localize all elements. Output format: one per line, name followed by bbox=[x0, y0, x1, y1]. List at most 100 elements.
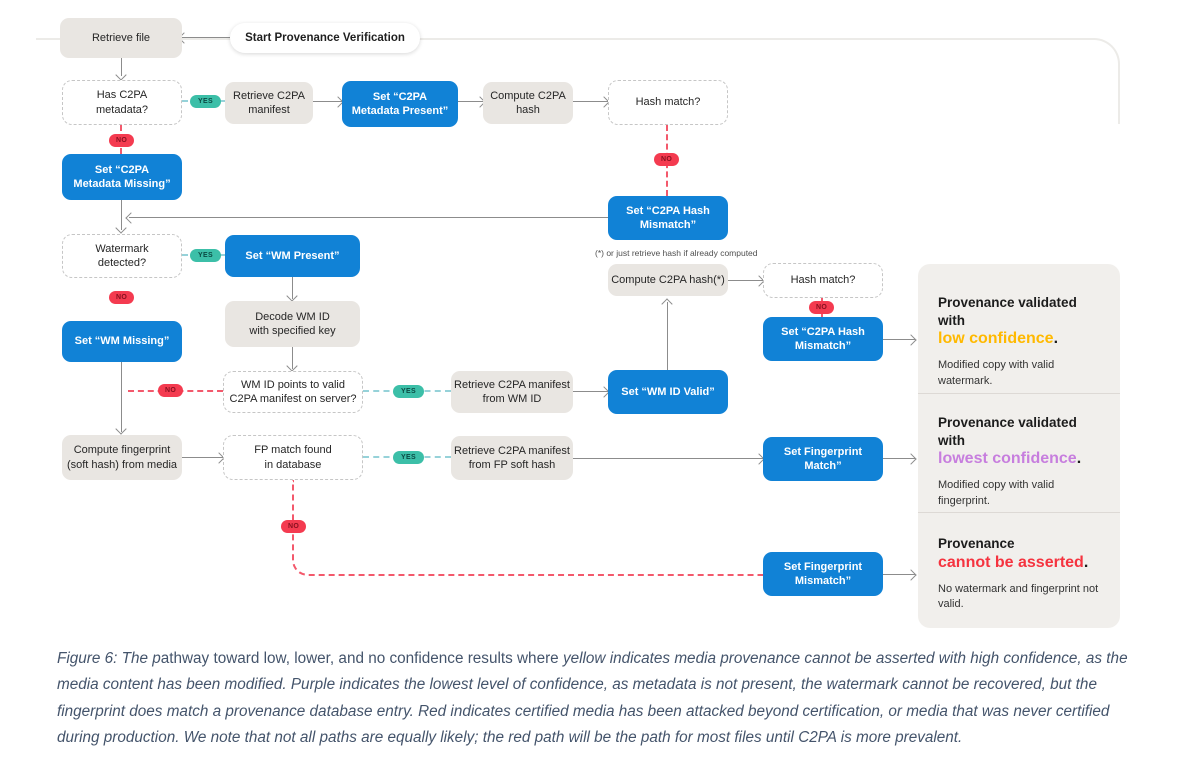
footnote-text: (*) or just retrieve hash if already com… bbox=[595, 248, 758, 258]
node-label: Metadata Present” bbox=[351, 105, 449, 117]
connector-line bbox=[573, 101, 608, 102]
retrieve-file-node: Retrieve file bbox=[60, 18, 182, 58]
outcome-highlight: low confidence bbox=[938, 330, 1054, 348]
outcome-highlight: cannot be asserted bbox=[938, 553, 1084, 571]
set-c2pa-metadata-missing-node: Set “C2PA Metadata Missing” bbox=[62, 154, 182, 200]
node-label: Metadata Missing” bbox=[73, 178, 171, 190]
node-label: Has C2PA bbox=[96, 89, 148, 102]
caption-segment: yellow indicates media provenance cannot… bbox=[57, 650, 1128, 746]
arrowhead bbox=[286, 290, 298, 302]
yes-badge: YES bbox=[393, 385, 424, 398]
node-label: Set Fingerprint bbox=[783, 445, 863, 458]
node-label: from WM ID bbox=[482, 393, 542, 405]
has-c2pa-decision: Has C2PA metadata? bbox=[62, 80, 182, 125]
set-fingerprint-match-node: Set Fingerprint Match” bbox=[763, 437, 883, 481]
wm-id-points-decision: WM ID points to valid C2PA manifest on s… bbox=[223, 371, 363, 413]
no-badge: NO bbox=[809, 301, 835, 314]
retrieve-manifest-from-fp-node: Retrieve C2PA manifest from FP soft hash bbox=[451, 436, 573, 480]
node-label: in database bbox=[264, 458, 322, 471]
node-label: with specified key bbox=[249, 325, 336, 337]
set-fingerprint-mismatch-node: Set Fingerprint Mismatch” bbox=[763, 552, 883, 596]
node-label: Mismatch” bbox=[794, 340, 852, 352]
node-label: hash bbox=[516, 104, 540, 116]
set-c2pa-hash-mismatch-node-1: Set “C2PA Hash Mismatch” bbox=[608, 196, 728, 240]
outcome-period: . bbox=[1053, 330, 1059, 348]
connector-line bbox=[573, 458, 763, 459]
outcome-period: . bbox=[1076, 450, 1082, 468]
outcome-period: . bbox=[1083, 553, 1089, 571]
node-label: Set Fingerprint bbox=[783, 560, 863, 573]
node-label: Hash match? bbox=[790, 274, 856, 287]
retrieve-manifest-node: Retrieve C2PA manifest bbox=[225, 82, 313, 124]
arrowhead bbox=[115, 423, 127, 435]
connector-line bbox=[182, 457, 223, 458]
outcome-low-confidence: Provenance validated with low confidence… bbox=[918, 264, 1120, 393]
yes-badge: YES bbox=[190, 249, 221, 262]
outcome-lowest-confidence: Provenance validated with lowest confide… bbox=[918, 393, 1120, 512]
node-label: Watermark bbox=[95, 242, 149, 255]
compute-c2pa-hash-node: Compute C2PA hash bbox=[483, 82, 573, 124]
outcome-desc: Modified copy with bbox=[938, 359, 1029, 372]
outcome-cannot-be-asserted: Provenance cannot be asserted. No waterm… bbox=[918, 512, 1120, 628]
node-label: Retrieve C2PA manifest bbox=[454, 378, 570, 391]
watermark-detected-decision: Watermark detected? bbox=[62, 234, 182, 278]
connector-line bbox=[728, 280, 763, 281]
start-node: Start Provenance Verification bbox=[230, 23, 420, 53]
arrowhead bbox=[905, 453, 917, 465]
no-dashed-elbow-line bbox=[292, 480, 765, 576]
node-label: Retrieve file bbox=[91, 31, 151, 44]
outcome-desc: and fingerprint not valid. bbox=[938, 582, 1099, 611]
outcome-desc: valid watermark. bbox=[938, 359, 1055, 388]
node-label: metadata? bbox=[96, 103, 148, 116]
no-badge: NO bbox=[109, 291, 135, 304]
set-wm-id-valid-node: Set “WM ID Valid” bbox=[608, 370, 728, 414]
set-wm-missing-node: Set “WM Missing” bbox=[62, 321, 182, 362]
node-label: Set “WM ID Valid” bbox=[621, 385, 715, 398]
node-label: Compute C2PA hash(*) bbox=[611, 273, 725, 286]
node-label: Mismatch” bbox=[639, 219, 697, 231]
diagram-card-border bbox=[36, 38, 1120, 124]
node-label: Set “C2PA bbox=[372, 90, 428, 103]
outcome-title: Provenance bbox=[938, 536, 1015, 551]
node-label: Match” bbox=[804, 460, 842, 472]
node-label: Set “WM Missing” bbox=[74, 335, 170, 348]
outcome-desc: valid fingerprint. bbox=[938, 479, 1055, 508]
node-label: Compute C2PA bbox=[490, 89, 566, 102]
connector-line bbox=[182, 37, 230, 38]
connector-line bbox=[883, 339, 915, 340]
node-label: Retrieve C2PA bbox=[233, 89, 305, 102]
arrowhead bbox=[661, 298, 673, 310]
start-label: Start Provenance Verification bbox=[245, 32, 405, 44]
node-label: Set “C2PA Hash bbox=[781, 325, 865, 338]
node-label: Set “C2PA bbox=[94, 163, 150, 176]
yes-badge: YES bbox=[190, 95, 221, 108]
outcomes-panel: Provenance validated with low confidence… bbox=[918, 264, 1120, 628]
arrowhead bbox=[125, 212, 137, 224]
no-badge: NO bbox=[281, 520, 307, 533]
node-label: Set “C2PA Hash bbox=[626, 204, 710, 217]
node-label: Mismatch” bbox=[794, 575, 852, 587]
node-label: WM ID points to valid bbox=[241, 378, 345, 391]
set-wm-present-node: Set “WM Present” bbox=[225, 235, 360, 277]
node-label: (soft hash) from media bbox=[66, 458, 178, 471]
hash-match-decision-2: Hash match? bbox=[763, 263, 883, 298]
arrowhead bbox=[115, 222, 127, 234]
figure-caption: Figure 6: The pathway toward low, lower,… bbox=[57, 646, 1147, 751]
arrowhead bbox=[905, 334, 917, 346]
node-label: from FP soft hash bbox=[468, 459, 556, 471]
connector-line bbox=[883, 458, 915, 459]
node-label: manifest bbox=[248, 104, 290, 116]
connector-line bbox=[313, 101, 342, 102]
outcome-title: Provenance validated with bbox=[938, 415, 1077, 448]
caption-segment: Figure 6: The p bbox=[57, 650, 161, 667]
set-c2pa-hash-mismatch-node-2: Set “C2PA Hash Mismatch” bbox=[763, 317, 883, 361]
connector-line bbox=[667, 302, 668, 370]
caption-segment: athway toward low, lower, and no confide… bbox=[160, 650, 563, 667]
decode-wm-id-node: Decode WM ID with specified key bbox=[225, 301, 360, 347]
outcome-highlight: lowest confidence bbox=[938, 450, 1077, 468]
connector-line bbox=[292, 347, 293, 369]
connector-line bbox=[129, 217, 608, 218]
connector-line bbox=[573, 391, 608, 392]
connector-line bbox=[121, 200, 122, 230]
